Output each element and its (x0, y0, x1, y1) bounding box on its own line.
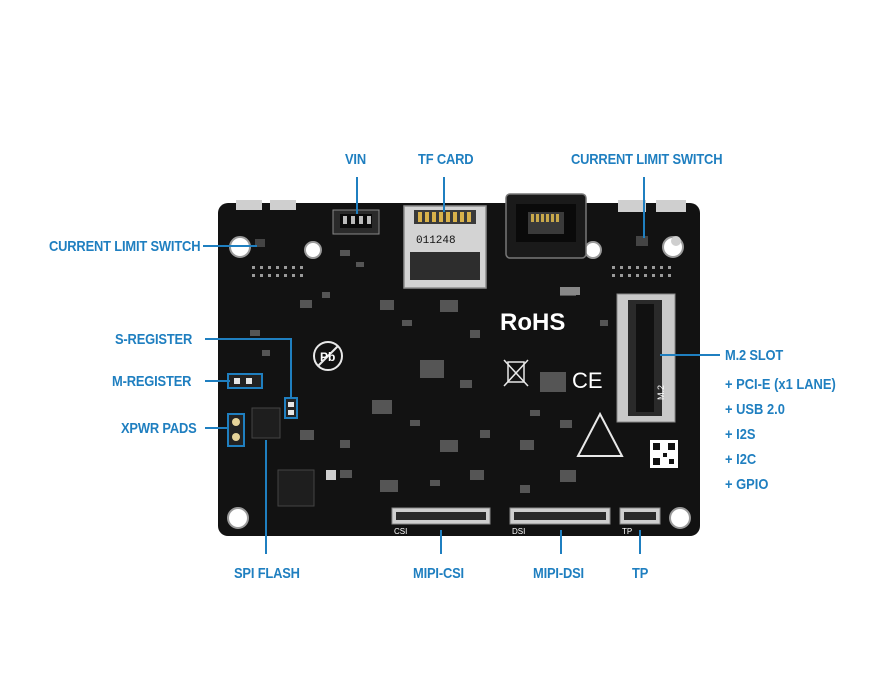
mounting-hole-bl (227, 507, 249, 529)
lead-free-mark: Pb (313, 341, 343, 371)
label-current-limit-switch-top: CURRENT LIMIT SWITCH (571, 151, 723, 168)
ethernet-port (505, 193, 587, 259)
label-s-register: S-REGISTER (115, 331, 193, 348)
csi-connector: CSI (391, 507, 491, 536)
label-m-register: M-REGISTER (112, 373, 192, 390)
current-limit-switch-left-chip (255, 239, 265, 247)
rohs-mark: RoHS (500, 309, 565, 336)
spi-flash-chip (251, 407, 315, 507)
leader-lines (203, 177, 720, 554)
m2-feature-list: + PCI-E (x1 LANE) + USB 2.0 + I2S + I2C … (725, 372, 854, 497)
label-m2-slot: M.2 SLOT (725, 347, 784, 364)
label-mipi-dsi: MIPI-DSI (533, 565, 584, 582)
m2-feature-item: + USB 2.0 (725, 401, 785, 418)
m2-feature-item: + PCI-E (x1 LANE) (725, 376, 836, 393)
s-register-pads (284, 397, 298, 419)
m2-feature-item: + I2S (725, 426, 756, 443)
label-mipi-csi: MIPI-CSI (413, 565, 464, 582)
svg-text:CSI: CSI (394, 527, 407, 536)
tp-connector: TP (619, 507, 661, 536)
m2-feature-item: + GPIO (725, 476, 769, 493)
m-register-pads (227, 373, 263, 389)
label-xpwr-pads: XPWR PADS (121, 420, 197, 437)
label-vin: VIN (345, 151, 366, 168)
xpwr-pads (227, 413, 245, 447)
weee-mark (503, 359, 529, 387)
pcb-board: 011248 (218, 193, 700, 536)
label-tp: TP (632, 565, 649, 582)
m2-slot: M.2 (616, 293, 676, 423)
logo-triangle (576, 411, 624, 457)
tf-card-slot: 011248 (403, 205, 487, 289)
m2-feature-item: + I2C (725, 451, 757, 468)
label-tf-card: TF CARD (418, 151, 474, 168)
dsi-connector: DSI (509, 507, 611, 536)
qr-code (650, 440, 678, 468)
vin-connector (332, 209, 380, 235)
svg-text:DSI: DSI (512, 527, 525, 536)
tf-serial-text: 011248 (416, 235, 456, 247)
svg-text:TP: TP (622, 527, 632, 536)
label-spi-flash: SPI FLASH (234, 565, 300, 582)
svg-text:M.2: M.2 (656, 385, 666, 400)
current-limit-switch-right-chip (636, 236, 648, 246)
ce-mark: CE (572, 368, 603, 393)
label-current-limit-switch-left: CURRENT LIMIT SWITCH (49, 238, 201, 255)
svg-text:Pb: Pb (320, 350, 335, 364)
mounting-hole-br (669, 507, 691, 529)
